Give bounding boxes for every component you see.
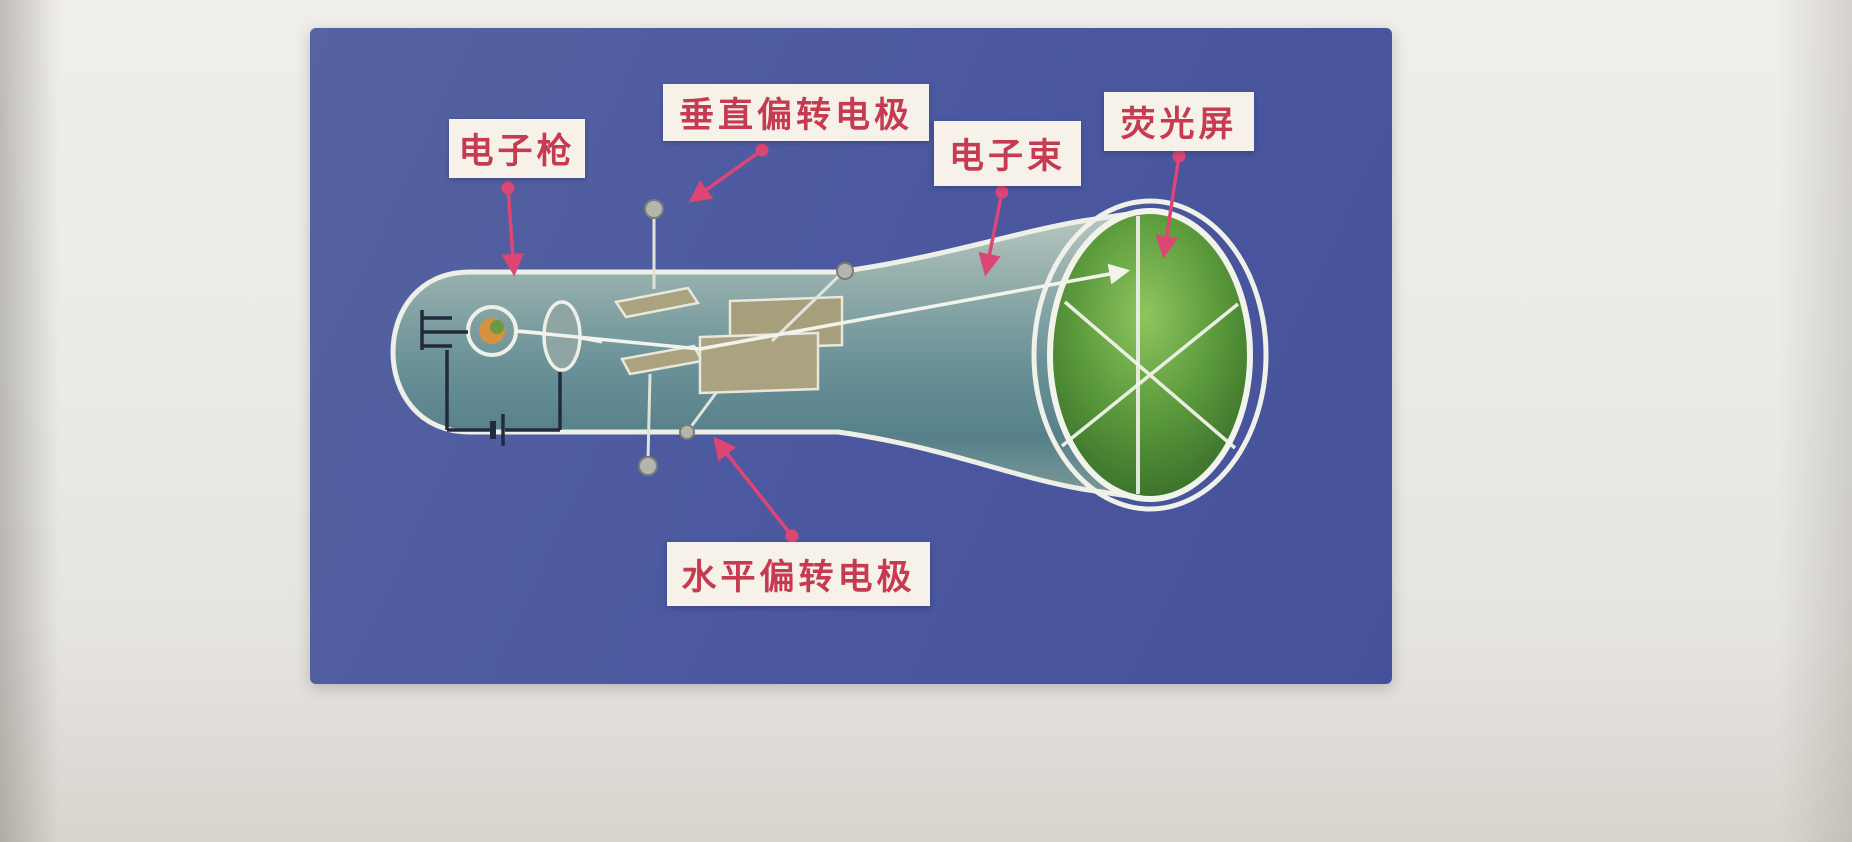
horizontal-deflection-plates [679, 262, 854, 440]
fluorescent-screen [1031, 198, 1269, 512]
screen-outer-rim [1031, 198, 1269, 512]
callout-arrows [501, 143, 1186, 543]
supply-circuit [420, 310, 562, 446]
arrow-fluorescent-screen [1155, 149, 1186, 259]
label-horizontal-deflection-text: 水平偏转电极 [681, 557, 916, 597]
horizontal-plate-terminal-bottom [679, 424, 695, 440]
vertical-plate-lead-bottom [646, 373, 652, 461]
screen-scan-lines [1060, 300, 1240, 450]
label-vertical-deflection-electrode: 垂直偏转电极 [663, 84, 929, 141]
horizontal-plate-lead-top [770, 271, 844, 343]
label-vertical-deflection-text: 垂直偏转电极 [678, 96, 913, 135]
arrow-electron-gun [501, 181, 525, 277]
vertical-plate-terminal-bottom [638, 456, 658, 476]
horizontal-plate-lead-bottom [688, 392, 718, 429]
horizontal-plate-terminal-top [836, 262, 854, 280]
vertical-plate-terminal-top [644, 199, 664, 219]
label-electron-gun: 电子枪 [449, 119, 585, 178]
label-electron-beam: 电子束 [934, 121, 1081, 186]
label-fluorescent-screen-text: 荧光屏 [1120, 105, 1238, 144]
label-electron-beam-text: 电子束 [948, 137, 1066, 176]
screen-face [1047, 208, 1253, 502]
label-electron-gun-text: 电子枪 [458, 132, 576, 171]
arrow-horizontal-deflection [713, 436, 799, 543]
arrow-electron-beam [978, 185, 1009, 277]
electron-beam [515, 263, 1131, 351]
label-fluorescent-screen: 荧光屏 [1104, 92, 1254, 151]
label-horizontal-deflection-electrode: 水平偏转电极 [667, 542, 930, 606]
cathode-glow-green [490, 320, 504, 334]
arrow-vertical-deflection [688, 143, 769, 203]
